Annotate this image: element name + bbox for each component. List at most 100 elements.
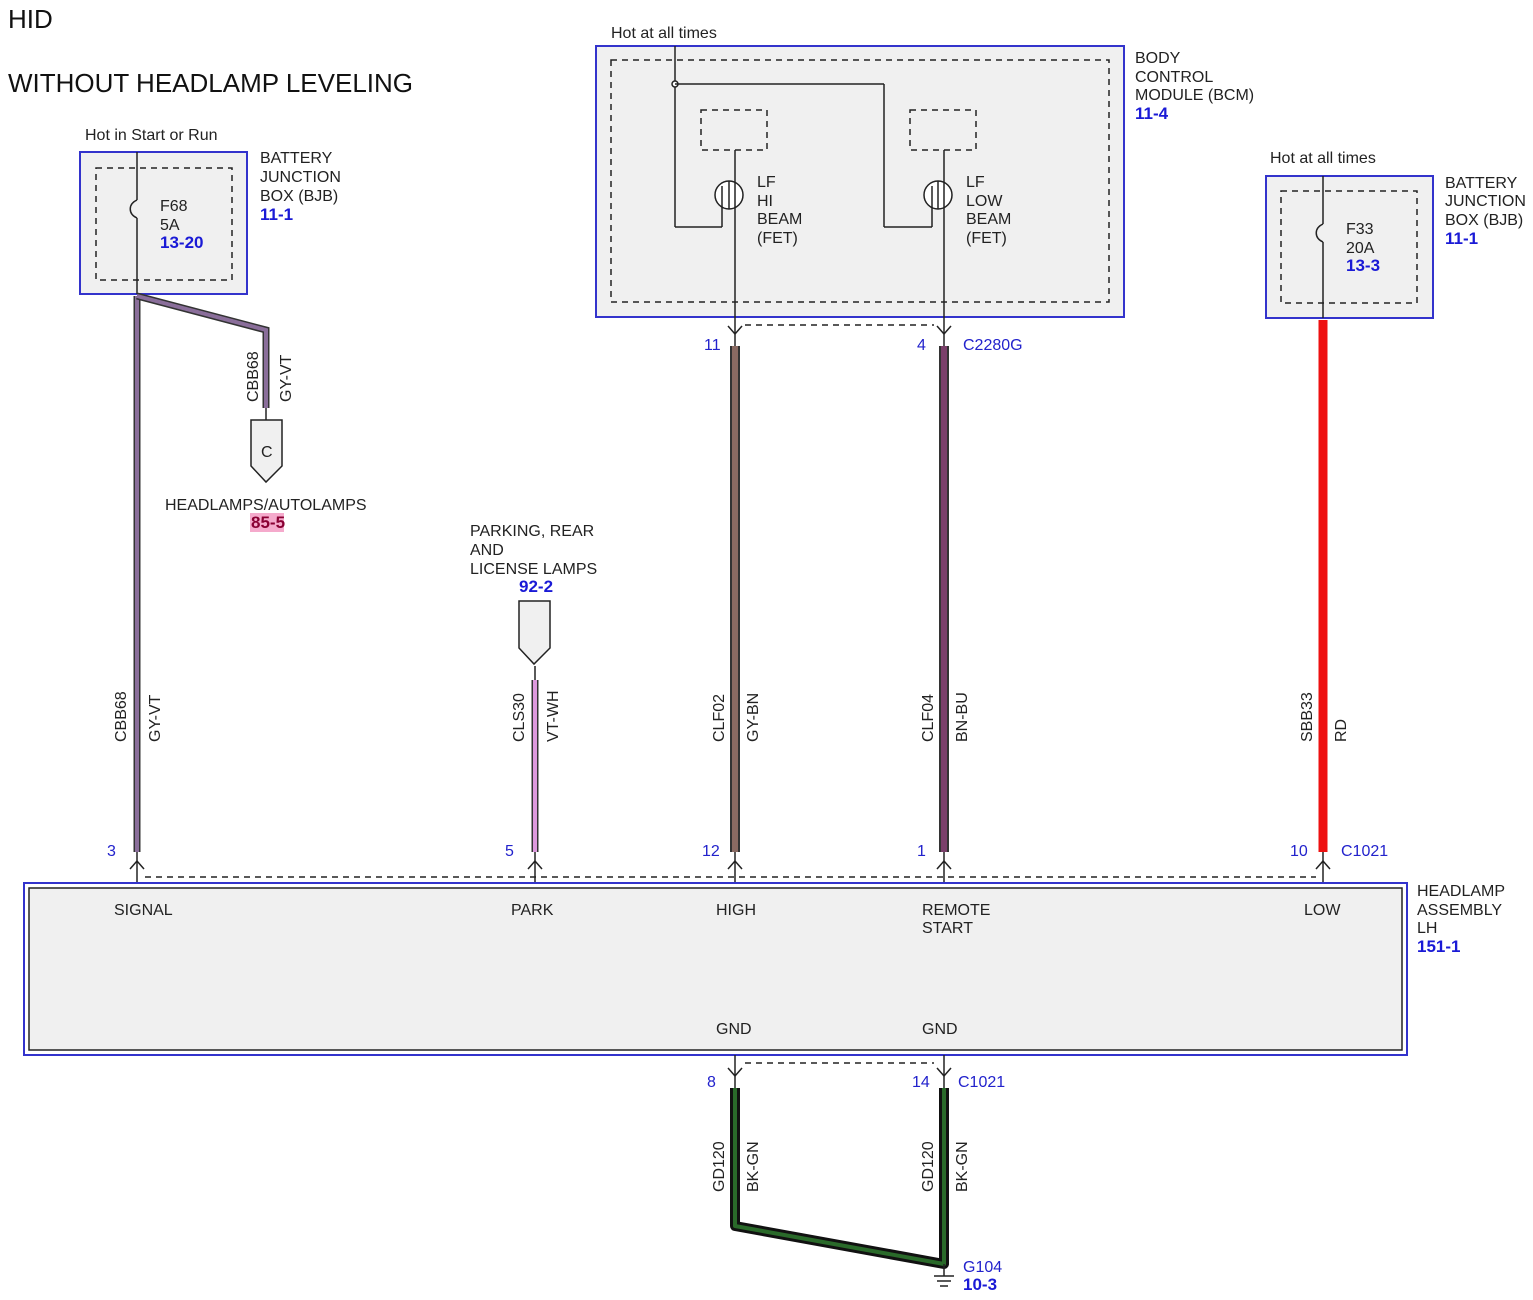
hi-fet-label-4: (FET)	[757, 230, 798, 247]
gnd-pin-14: 14	[912, 1074, 930, 1091]
bjb-right-ref-link[interactable]: 11-1	[1445, 229, 1478, 248]
hi-fet-label-3: BEAM	[757, 211, 802, 228]
autolamps-ref-link[interactable]: 85-5	[251, 513, 285, 532]
pin-num-3: 3	[107, 843, 116, 860]
bjb-left-ref-link[interactable]: 11-1	[260, 205, 293, 224]
branch-color-label: GY-VT	[278, 354, 295, 402]
low-fet-icon	[923, 180, 953, 227]
bcm-name-1: BODY	[1135, 50, 1181, 67]
parking-connector[interactable]	[518, 600, 551, 666]
pin-1-terminal	[936, 852, 952, 885]
bcm-hot-label: Hot at all times	[611, 25, 717, 42]
parking-ref-link[interactable]: 92-2	[519, 577, 553, 596]
connector-c1021-top[interactable]: 3 5 12 1 10 C1021	[107, 843, 1388, 885]
gnd-wire-1-circuit: GD120	[711, 1141, 728, 1192]
gnd-wire-1-color: BK-GN	[745, 1141, 762, 1192]
parking-label-1: PARKING, REAR	[470, 523, 594, 540]
bcm-ref-link[interactable]: 11-4	[1135, 104, 1169, 123]
gnd-label-2: GND	[922, 1021, 958, 1038]
bjb-right-name-1: BATTERY	[1445, 175, 1518, 192]
pin-12-terminal	[727, 852, 743, 885]
hi-fet-label-2: HI	[757, 193, 773, 210]
pin-label-signal: SIGNAL	[114, 902, 173, 919]
gnd-pin-8: 8	[707, 1074, 716, 1091]
ground-ref-link[interactable]: 10-3	[963, 1275, 997, 1294]
connector-c2280g[interactable]: 11 4 C2280G	[704, 317, 1023, 354]
bjb-left-box	[79, 151, 248, 295]
bjb-right-name-3: BOX (BJB)	[1445, 212, 1523, 229]
fuse-f68-id: F68	[160, 198, 188, 215]
pin-num-12: 12	[702, 843, 720, 860]
wire-3-color: GY-BN	[745, 693, 762, 742]
bjb-left-hot-label: Hot in Start or Run	[85, 127, 218, 144]
hi-fet-icon	[714, 180, 744, 227]
bjb-right-hot-label: Hot at all times	[1270, 150, 1376, 167]
hi-fet-label-1: LF	[757, 174, 776, 191]
headlamp-name-2: ASSEMBLY	[1417, 902, 1502, 919]
fuse-f68-ref-link[interactable]: 13-20	[160, 233, 203, 252]
bcm-name-3: MODULE (BCM)	[1135, 87, 1254, 104]
wire-cbb68-branch[interactable]	[136, 292, 270, 408]
pin-5-terminal	[527, 852, 543, 885]
diagram-title: HID	[8, 4, 53, 34]
pin-num-1: 1	[917, 843, 926, 860]
wire-1-color: GY-VT	[147, 694, 164, 742]
pin-3-terminal	[129, 852, 145, 885]
headlamp-ref-link[interactable]: 151-1	[1417, 937, 1460, 956]
connector-c1021-bottom[interactable]: 8 14 C1021	[707, 1055, 1005, 1091]
autolamps-connector[interactable]: C	[250, 408, 283, 484]
wire-5-circuit: SBB33	[1299, 692, 1316, 742]
pin-label-high: HIGH	[716, 902, 756, 919]
gnd-wire-2-color: BK-GN	[954, 1141, 971, 1192]
fuse-f68-icon	[129, 199, 138, 219]
bjb-right-inner	[1280, 190, 1418, 304]
low-fet-label-3: BEAM	[966, 211, 1011, 228]
wire-3-circuit: CLF02	[711, 694, 728, 742]
parking-label-3: LICENSE LAMPS	[470, 561, 597, 578]
fuse-f33-rating: 20A	[1346, 240, 1375, 257]
pin-label-remote: REMOTE	[922, 902, 990, 919]
fuse-f33-icon	[1315, 223, 1324, 243]
pin-num-10: 10	[1290, 843, 1308, 860]
c1021-label-bottom: C1021	[958, 1074, 1005, 1091]
low-fet-label-4: (FET)	[966, 230, 1007, 247]
fuse-f33-id: F33	[1346, 221, 1374, 238]
hi-fet-control-box	[700, 109, 768, 151]
wire-4-color: BN-BU	[954, 692, 971, 742]
fuse-f68-rating: 5A	[160, 217, 180, 234]
gnd-wire-2-circuit: GD120	[920, 1141, 937, 1192]
ground-id: G104	[963, 1259, 1002, 1276]
ground-symbol-icon	[934, 1264, 954, 1287]
headlamp-assembly[interactable]: SIGNAL PARK HIGH REMOTE START LOW GND GN…	[23, 882, 1505, 1056]
pin-10-terminal	[1315, 852, 1331, 885]
wire-5-color: RD	[1333, 719, 1350, 742]
bcm-connector-label: C2280G	[963, 337, 1023, 354]
bcm-inner	[610, 59, 1110, 303]
headlamp-name-3: LH	[1417, 920, 1437, 937]
fuse-f33-ref-link[interactable]: 13-3	[1346, 256, 1380, 275]
wire-gd120[interactable]	[730, 1088, 949, 1269]
branch-circuit-label: CBB68	[245, 351, 262, 402]
bcm-pin-low: 4	[917, 337, 926, 354]
pin-label-park: PARK	[511, 902, 554, 919]
bjb-left-inner	[95, 167, 233, 281]
bjb-left-name-1: BATTERY	[260, 150, 333, 167]
pin-num-5: 5	[505, 843, 514, 860]
autolamps-connector-letter: C	[261, 444, 273, 461]
bjb-right[interactable]: Hot at all times F33 20A 13-3 BATTERY JU…	[1265, 150, 1526, 319]
low-fet-label-2: LOW	[966, 193, 1003, 210]
bjb-left[interactable]: Hot in Start or Run F68 5A 13-20 BATTERY…	[79, 127, 341, 295]
pin-label-start: START	[922, 920, 973, 937]
bjb-left-name-3: BOX (BJB)	[260, 188, 338, 205]
autolamps-ref-highlight	[250, 513, 284, 532]
headlamp-inner-box	[28, 887, 1403, 1051]
bjb-right-box	[1265, 175, 1434, 319]
headlamp-name-1: HEADLAMP	[1417, 883, 1505, 900]
wire-2-color: VT-WH	[545, 690, 562, 742]
c1021-label-top: C1021	[1341, 843, 1388, 860]
low-fet-control-box	[909, 109, 977, 151]
bjb-right-name-2: JUNCTION	[1445, 193, 1526, 210]
gnd-label-1: GND	[716, 1021, 752, 1038]
bcm-module[interactable]: Hot at all times LF HI BEAM (FET)	[595, 25, 1254, 318]
diagram-subtitle: WITHOUT HEADLAMP LEVELING	[8, 68, 413, 98]
